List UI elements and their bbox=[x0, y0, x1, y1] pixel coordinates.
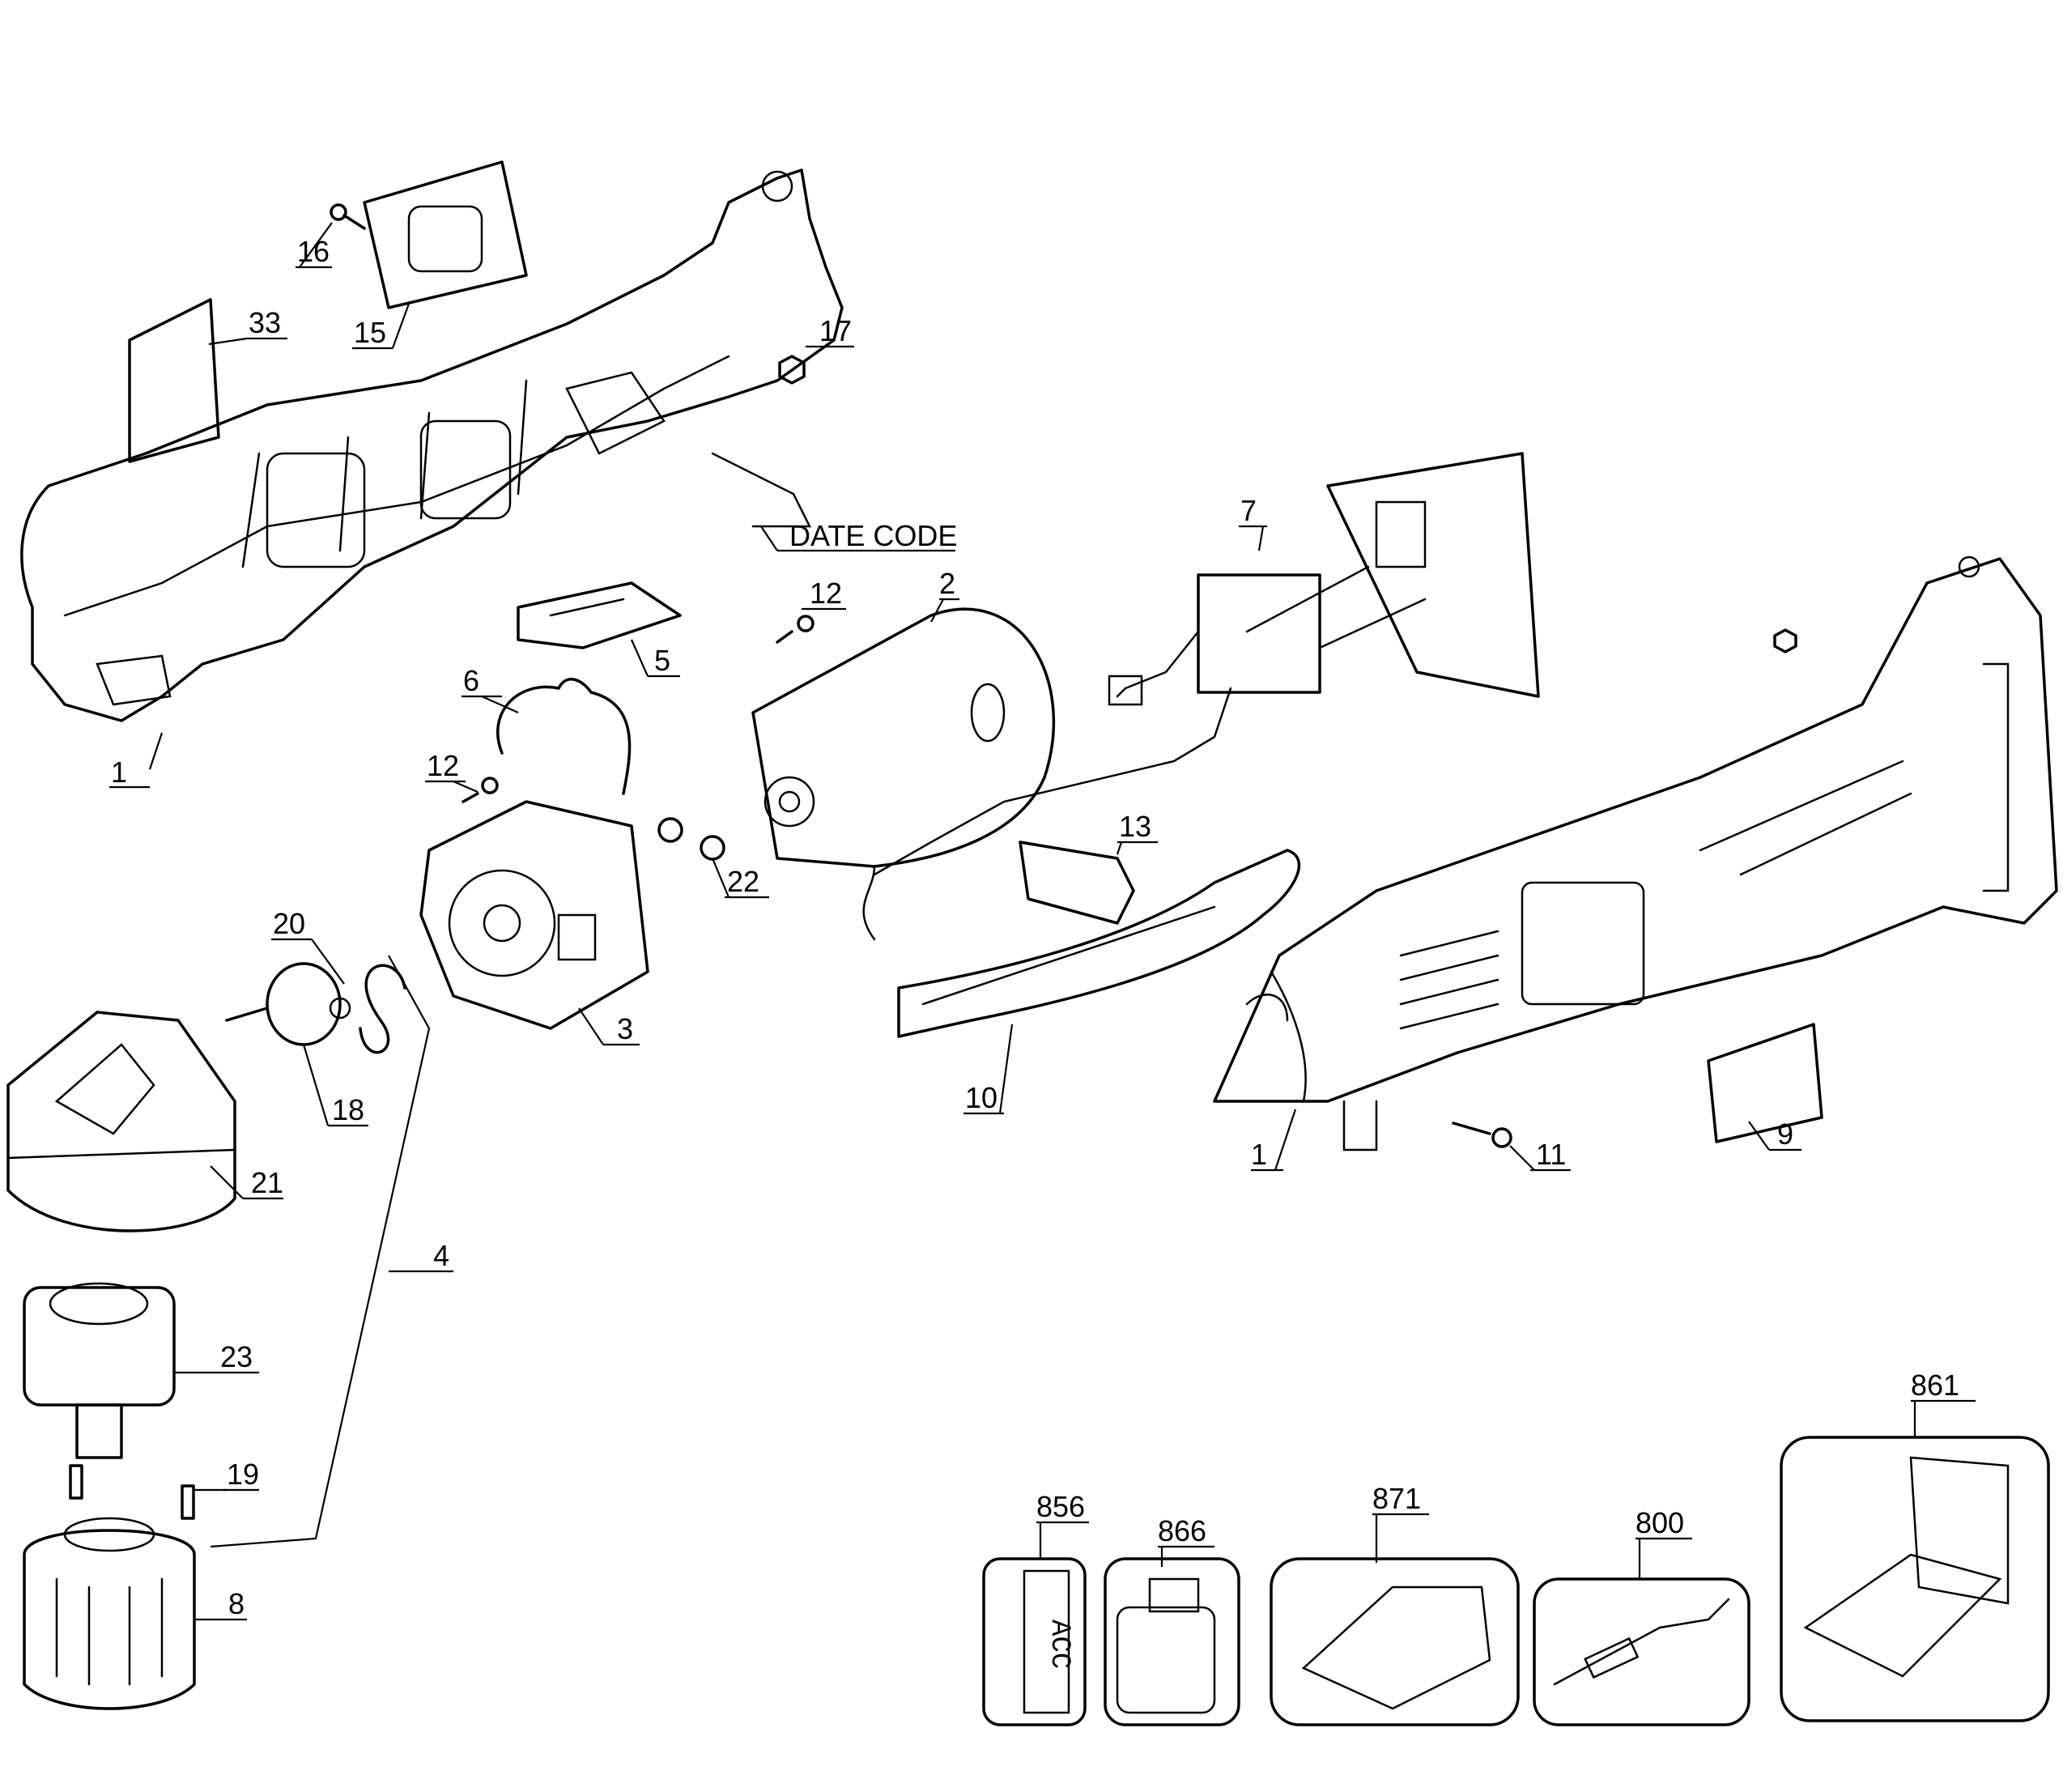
chuck-adapter-23 bbox=[23, 1282, 176, 1459]
callout-12b: 12 bbox=[427, 749, 459, 782]
nut-right bbox=[1773, 628, 1797, 653]
spindle-18 bbox=[225, 962, 351, 1046]
screw-12-upper bbox=[776, 615, 815, 644]
callout-861: 861 bbox=[1911, 1368, 1959, 1402]
callout-1b: 1 bbox=[1251, 1138, 1267, 1171]
callout-4: 4 bbox=[433, 1239, 449, 1272]
accessory-856-text: ACC bbox=[1044, 1620, 1074, 1669]
washer-22b bbox=[700, 835, 725, 861]
motor-2 bbox=[751, 607, 1056, 941]
callouts: 1 16 15 33 17 DATE CODE 12 2 7 bbox=[109, 222, 1976, 1621]
handle-trim-10 bbox=[897, 849, 1301, 1038]
retaining-ring-20 bbox=[359, 964, 406, 1054]
callout-9: 9 bbox=[1777, 1117, 1793, 1151]
label-sheet-33 bbox=[128, 298, 220, 463]
lock-button-13 bbox=[1019, 841, 1135, 925]
nut-17 bbox=[778, 355, 806, 385]
callout-2: 2 bbox=[939, 567, 955, 600]
accessory-866-battery bbox=[1104, 1557, 1240, 1726]
switch-cover-5 bbox=[517, 581, 682, 649]
callout-1a: 1 bbox=[111, 756, 127, 789]
gear-case-3 bbox=[419, 800, 649, 1030]
screws-19 bbox=[69, 1464, 195, 1520]
callout-871: 871 bbox=[1372, 1482, 1421, 1515]
callout-5: 5 bbox=[654, 644, 670, 677]
accessory-861-case bbox=[1780, 1436, 2050, 1722]
callout-19: 19 bbox=[227, 1458, 259, 1491]
screw-16 bbox=[330, 203, 366, 230]
date-code-label: DATE CODE bbox=[789, 519, 957, 552]
screw-11 bbox=[1452, 1122, 1512, 1148]
callout-13: 13 bbox=[1119, 810, 1151, 843]
callout-15: 15 bbox=[354, 316, 386, 349]
accessory-800-bit bbox=[1533, 1577, 1750, 1726]
assembly-bracket-4 bbox=[210, 955, 431, 1548]
accessory-871-charger bbox=[1270, 1557, 1520, 1726]
callout-22: 22 bbox=[727, 865, 759, 898]
tool-assembled-right bbox=[1213, 555, 2058, 1151]
callout-11: 11 bbox=[1536, 1138, 1566, 1171]
callout-8: 8 bbox=[228, 1587, 245, 1620]
housing-left-half bbox=[20, 168, 844, 722]
callout-16: 16 bbox=[297, 235, 330, 268]
spring-6 bbox=[496, 678, 632, 795]
washer-22a bbox=[657, 817, 683, 843]
callout-866: 866 bbox=[1158, 1514, 1206, 1547]
chuck-8 bbox=[23, 1517, 196, 1710]
screw-12-lower bbox=[462, 777, 499, 803]
gear-housing-21 bbox=[6, 1011, 236, 1232]
accessory-856: ACC bbox=[982, 1557, 1087, 1726]
belt-clip-15 bbox=[363, 160, 528, 309]
callout-17: 17 bbox=[819, 314, 852, 347]
callout-7: 7 bbox=[1240, 494, 1257, 527]
callout-33: 33 bbox=[249, 306, 281, 339]
callout-21: 21 bbox=[251, 1166, 283, 1199]
callout-800: 800 bbox=[1636, 1506, 1684, 1539]
switch-assembly-7 bbox=[873, 452, 1540, 876]
callout-10: 10 bbox=[965, 1081, 997, 1114]
callout-856: 856 bbox=[1036, 1490, 1085, 1523]
callout-12a: 12 bbox=[810, 577, 842, 610]
callout-23: 23 bbox=[220, 1340, 253, 1373]
callout-18: 18 bbox=[332, 1093, 364, 1126]
callout-3: 3 bbox=[617, 1012, 633, 1045]
callout-20: 20 bbox=[273, 907, 305, 940]
label-sheet-9 bbox=[1707, 1023, 1823, 1143]
callout-6: 6 bbox=[463, 664, 479, 697]
